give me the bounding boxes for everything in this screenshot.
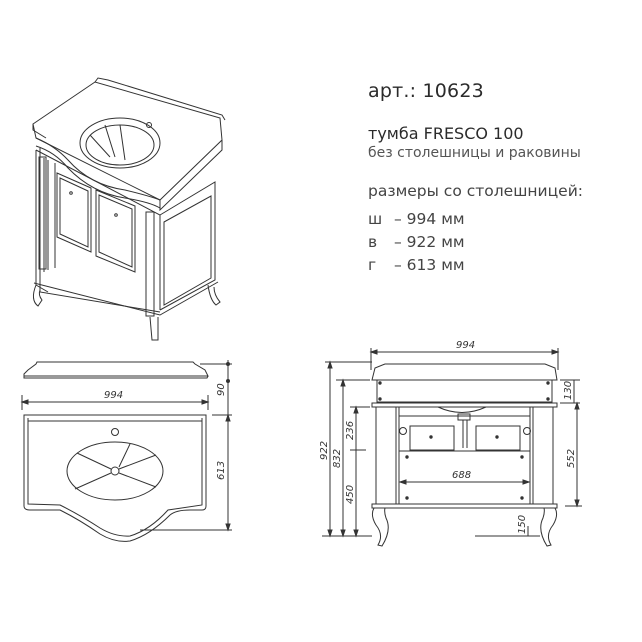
inner-width-label: 688 <box>452 470 471 481</box>
top-width-label: 994 <box>104 390 123 401</box>
dimension-key: г <box>368 256 377 274</box>
leg-height-label: 150 <box>517 515 528 534</box>
cabinet-height-label: 552 <box>566 449 577 468</box>
sizes-title: размеры со столешницей: <box>368 182 583 200</box>
top-height-label: 130 <box>563 381 574 400</box>
model-subtitle: без столешницы и раковины <box>368 145 581 161</box>
total-height-label: 922 <box>319 441 330 460</box>
dimension-value: – 994 мм <box>394 210 465 228</box>
model-name: тумба FRESCO 100 <box>368 124 524 143</box>
top-height-label: 90 <box>216 383 227 396</box>
body-height-label: 832 <box>332 449 343 468</box>
dimension-value: – 922 мм <box>394 233 465 251</box>
dimension-height: в – 922 мм <box>368 233 465 251</box>
dimension-key: ш <box>368 210 383 228</box>
lower-height-label: 450 <box>345 485 356 504</box>
front-width-label: 994 <box>456 340 475 351</box>
drawer-height-label: 236 <box>345 421 356 440</box>
dimension-key: в <box>368 233 378 251</box>
top-depth-label: 613 <box>216 461 227 480</box>
dimension-value: – 613 мм <box>394 256 465 274</box>
dimension-width: ш – 994 мм <box>368 210 465 228</box>
article-number: арт.: 10623 <box>368 80 484 102</box>
dimension-depth: г – 613 мм <box>368 256 465 274</box>
